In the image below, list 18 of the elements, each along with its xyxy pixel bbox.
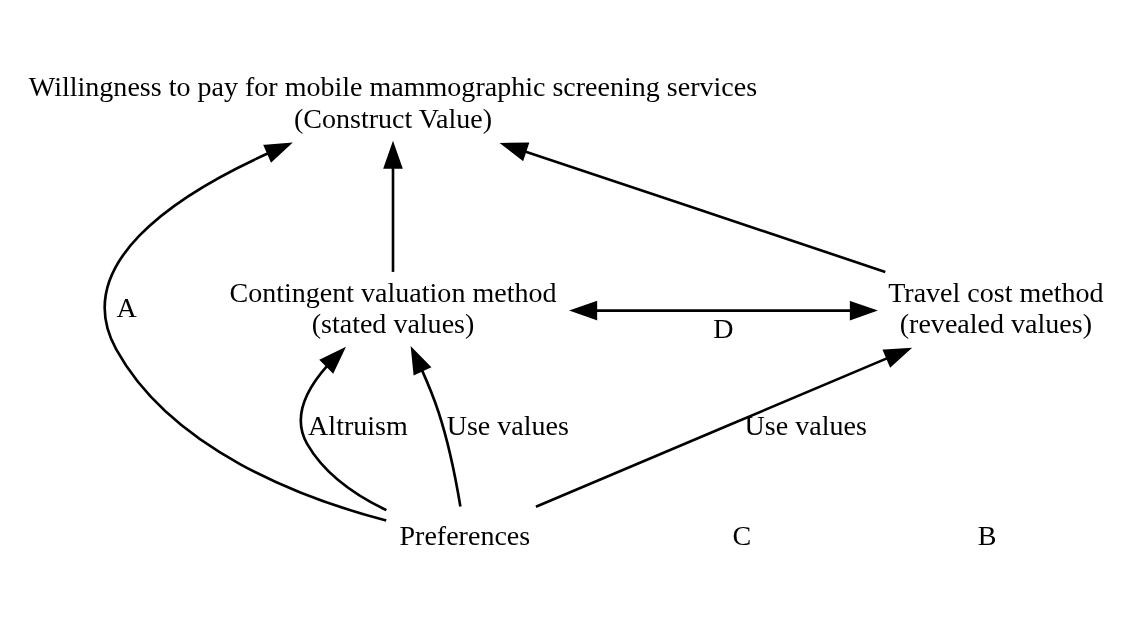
arrow xyxy=(299,346,387,512)
edge-label: Use values xyxy=(446,409,569,441)
arrow xyxy=(410,345,462,507)
edge-label: Use values xyxy=(744,409,867,441)
arrow xyxy=(383,140,403,272)
arrow xyxy=(535,347,913,508)
arrow xyxy=(103,142,387,522)
edge-label: A xyxy=(116,292,137,324)
node-text: Preferences xyxy=(399,520,531,552)
arrow xyxy=(569,300,878,321)
node-text: Travel cost method (revealed values) xyxy=(888,276,1104,340)
arrow xyxy=(499,142,886,274)
node-text: Willingness to pay for mobile mammographic screening services (Construct Value) xyxy=(28,71,758,134)
label: B xyxy=(977,520,997,552)
label: C xyxy=(732,520,752,552)
node-text: Contingent valuation method (stated values) xyxy=(229,276,557,340)
edge-label: Altruism xyxy=(308,409,408,441)
edge-label: D xyxy=(713,313,734,345)
